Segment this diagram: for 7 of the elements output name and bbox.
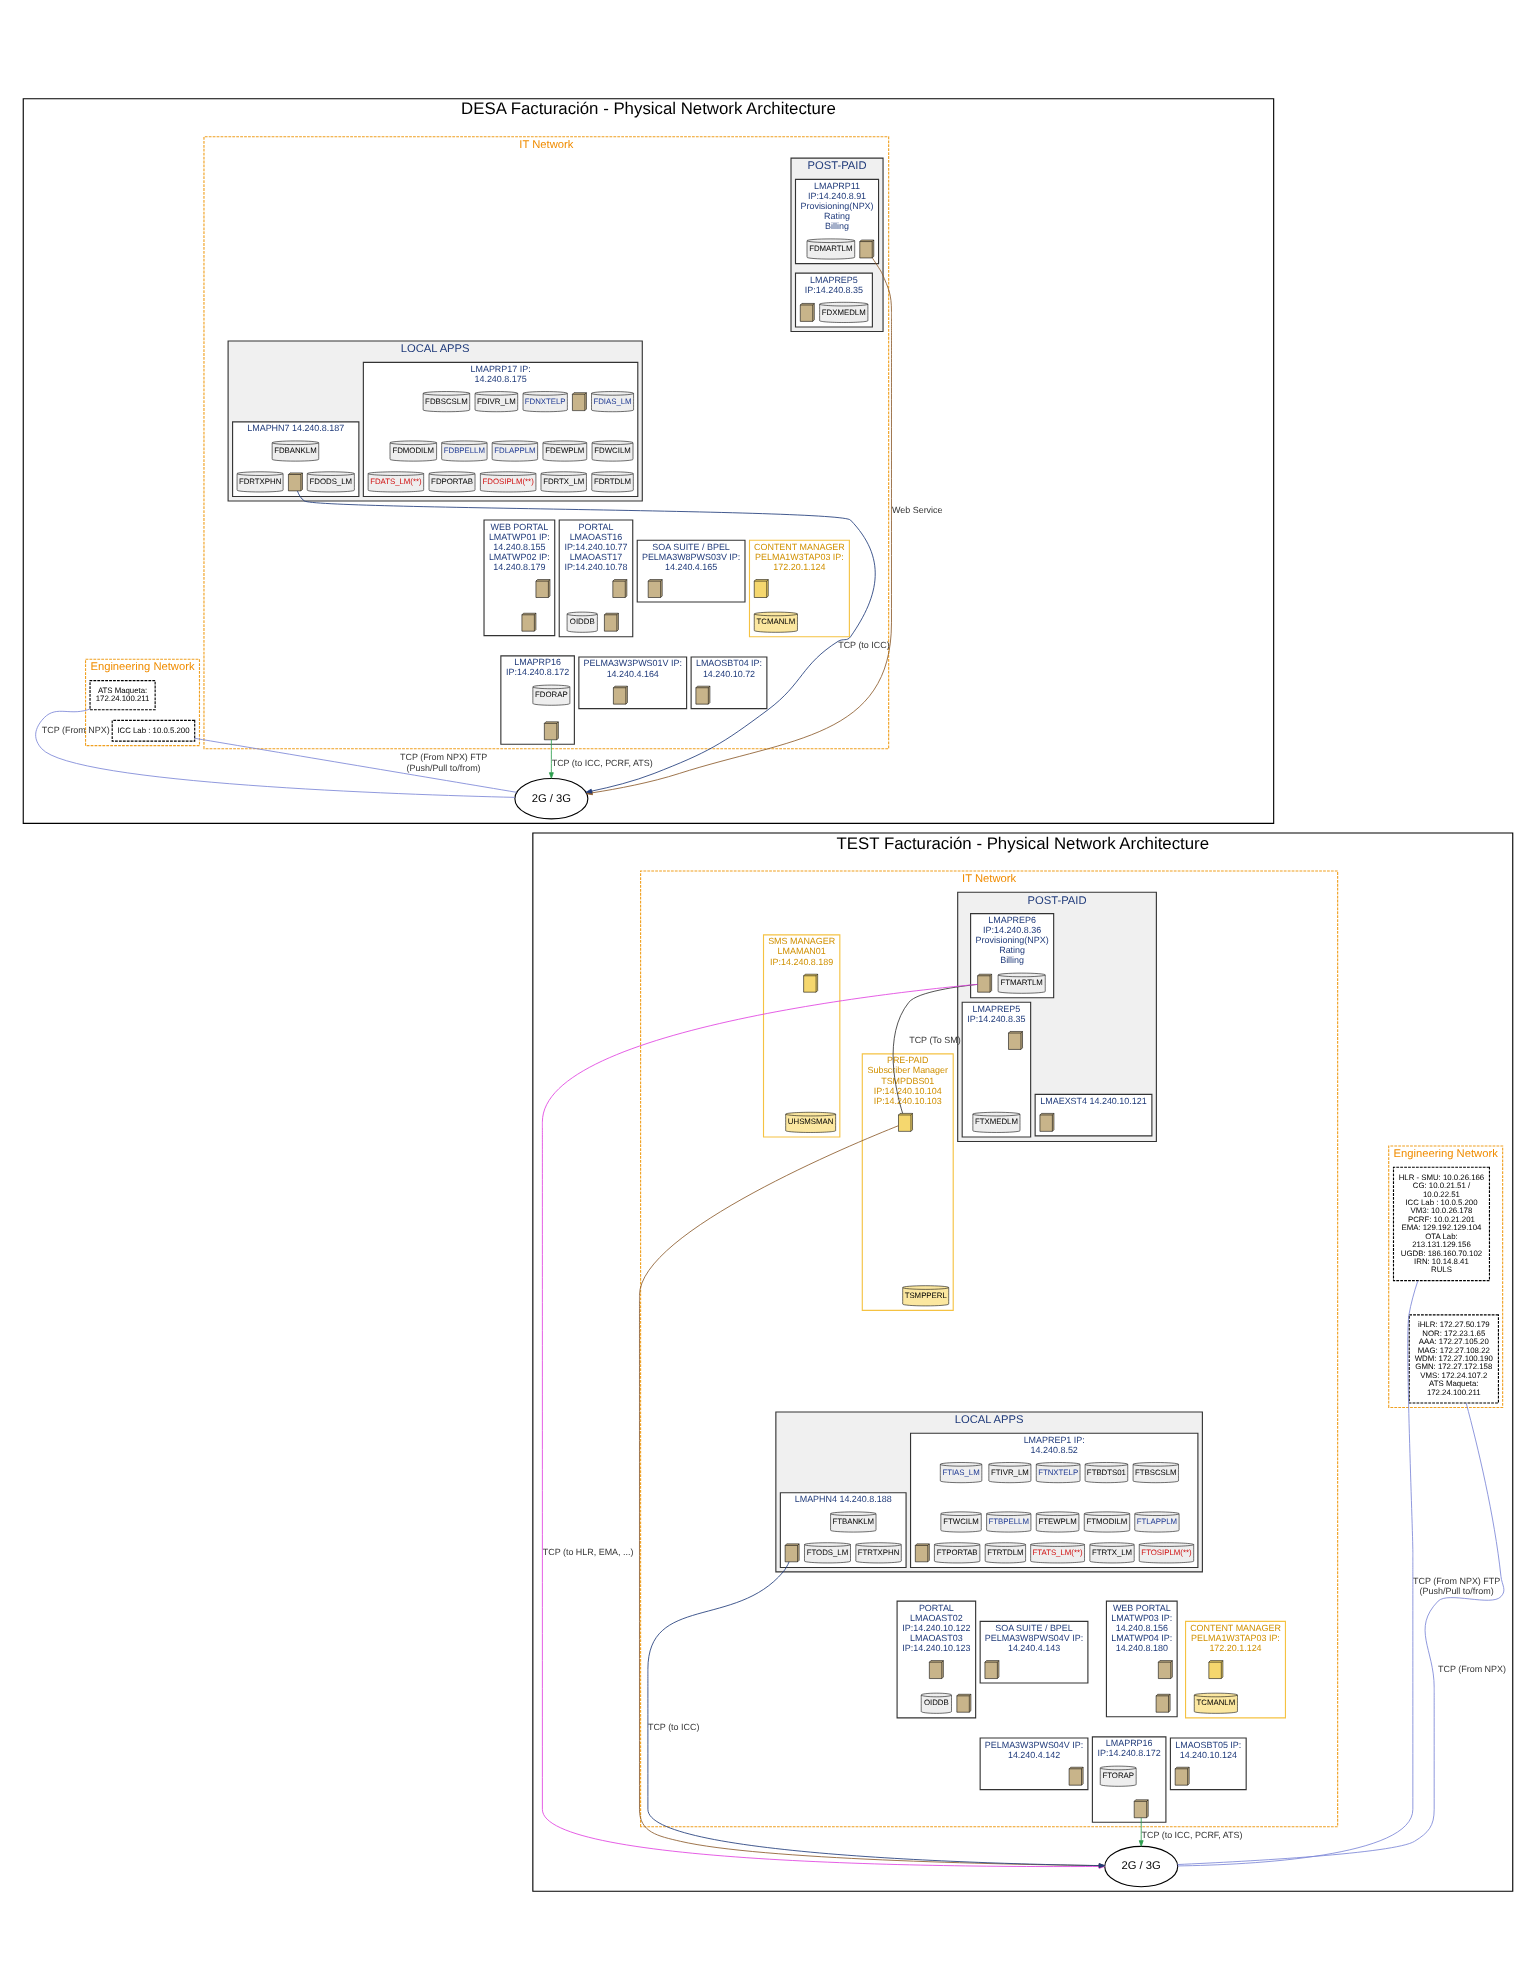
arrow bbox=[1138, 1816, 1144, 1846]
arrow bbox=[549, 738, 554, 778]
connector bbox=[35, 707, 516, 797]
connector bbox=[1177, 1279, 1419, 1866]
connector bbox=[892, 983, 978, 1113]
connector bbox=[194, 736, 517, 792]
connector bbox=[1177, 1401, 1505, 1864]
